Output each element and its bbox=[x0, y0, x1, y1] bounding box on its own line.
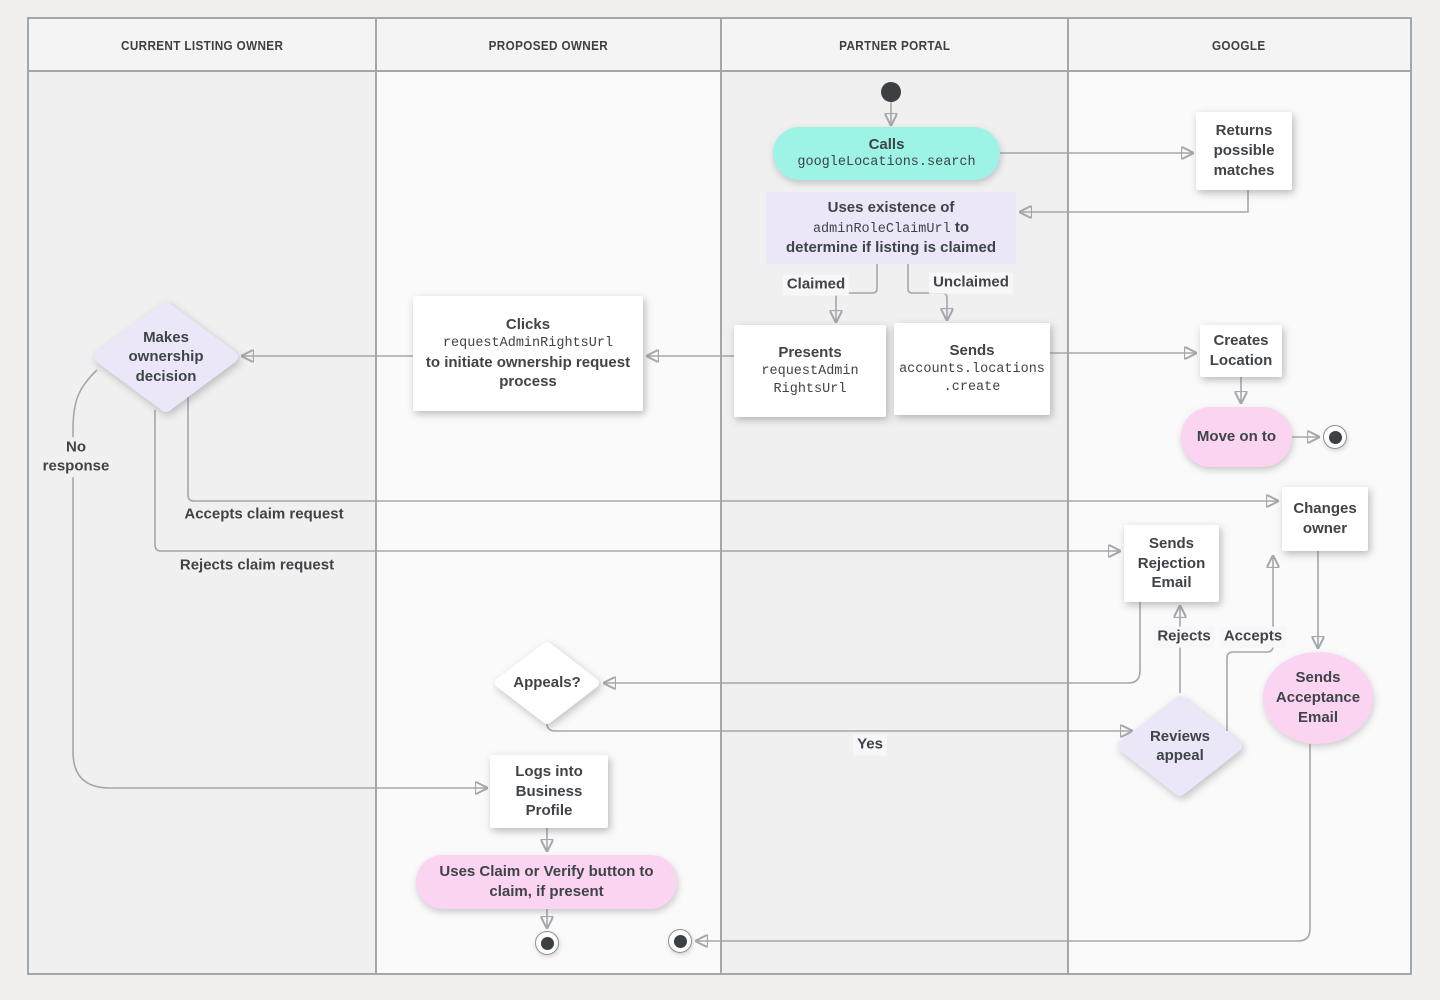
node-sends-acceptance-email: Sends Acceptance Email bbox=[1263, 652, 1373, 744]
edge-rejection-email-to-appeals bbox=[605, 602, 1141, 683]
edge-claimed-to-presents bbox=[836, 264, 878, 321]
node-text: adminRoleClaimUrl to bbox=[813, 218, 969, 239]
edge-acceptance-email-to-end bbox=[697, 744, 1311, 941]
node-creates-location: Creates Location bbox=[1200, 325, 1282, 377]
edge-accepts-claim-to-changes-owner bbox=[187, 397, 1277, 501]
node-logs-into-business-profile: Logs into Business Profile bbox=[490, 755, 608, 828]
diamond-shape bbox=[1118, 696, 1242, 796]
node-title: Presents bbox=[778, 344, 842, 362]
diamond-shape bbox=[94, 302, 238, 412]
node-label: Makes ownership decision bbox=[128, 328, 204, 385]
node-makes-ownership-decision: Makes ownership decision bbox=[93, 301, 239, 413]
lane-divider bbox=[375, 19, 377, 973]
node-calls-googlelocations-search: Calls googleLocations.search bbox=[773, 127, 1000, 180]
node-appeals-decision: Appeals? bbox=[494, 641, 600, 725]
end-node-claim bbox=[535, 931, 559, 955]
edge-label-accepts: Accepts bbox=[1219, 626, 1287, 648]
node-label: Sends Acceptance Email bbox=[1275, 669, 1361, 726]
lane-header-label: GOOGLE bbox=[1212, 38, 1266, 53]
node-text: determine if listing is claimed bbox=[785, 239, 997, 257]
edge-label-unclaimed: Unclaimed bbox=[929, 272, 1013, 294]
node-uses-existence-note: Uses existence of adminRoleClaimUrl to d… bbox=[766, 192, 1016, 264]
lane-divider bbox=[720, 19, 722, 973]
node-sends-accounts-locations-create: Sends accounts.locations .create bbox=[894, 323, 1050, 415]
edge-rejects-claim-to-rejection-email bbox=[154, 410, 1119, 551]
edge-label-rejects-claim-request: Rejects claim request bbox=[179, 556, 335, 574]
node-code: adminRoleClaimUrl bbox=[812, 221, 951, 237]
end-node-acceptance bbox=[668, 929, 692, 953]
node-label: Sends Rejection Email bbox=[1137, 534, 1206, 592]
lane-header-google: GOOGLE bbox=[1068, 19, 1410, 72]
node-code: RightsUrl bbox=[773, 381, 847, 397]
node-presents-request-admin-rights-url: Presents requestAdmin RightsUrl bbox=[734, 325, 886, 417]
edge-no-response-to-logs-in bbox=[72, 369, 486, 788]
node-code: requestAdmin bbox=[761, 364, 859, 380]
lane-header-row: CURRENT LISTING OWNER PROPOSED OWNER PAR… bbox=[29, 19, 1410, 72]
node-label: Creates Location bbox=[1209, 332, 1273, 369]
node-label: Uses Claim or Verify button to claim, if… bbox=[439, 863, 654, 900]
edge-label-no-response: No response bbox=[36, 437, 116, 477]
node-title: Sends bbox=[949, 342, 995, 360]
node-uses-claim-or-verify-button: Uses Claim or Verify button to claim, if… bbox=[416, 855, 677, 909]
node-code: accounts.locations bbox=[899, 362, 1045, 378]
node-text: to bbox=[954, 218, 970, 236]
lane-header-label: PROPOSED OWNER bbox=[488, 38, 609, 53]
node-code: .create bbox=[943, 379, 1001, 395]
node-code: googleLocations.search bbox=[797, 155, 976, 171]
node-label: Appeals? bbox=[513, 674, 581, 692]
edge-label-yes: Yes bbox=[853, 734, 887, 756]
node-label: Reviews appeal bbox=[1149, 727, 1211, 765]
node-label: Changes owner bbox=[1293, 500, 1357, 537]
node-title: Clicks bbox=[505, 315, 551, 333]
edge-label-claimed: Claimed bbox=[782, 274, 850, 296]
lane-current-listing-owner bbox=[29, 19, 376, 973]
lane-header-partner-portal: PARTNER PORTAL bbox=[721, 19, 1068, 72]
node-sends-rejection-email: Sends Rejection Email bbox=[1124, 525, 1219, 602]
end-node-move-on bbox=[1323, 425, 1347, 449]
node-title: Calls bbox=[868, 135, 905, 153]
node-code: requestAdminRightsUrl bbox=[442, 335, 614, 351]
edge-unclaimed-to-sends-create bbox=[907, 264, 947, 319]
node-label: Move on to bbox=[1196, 428, 1277, 446]
node-text: to initiate ownership request process bbox=[425, 353, 631, 391]
edge-appeals-yes-to-reviews-appeal bbox=[546, 722, 1131, 731]
lane-divider bbox=[1067, 19, 1069, 973]
node-label: Returns possible matches bbox=[1213, 122, 1275, 179]
edge-label-rejects: Rejects bbox=[1153, 626, 1215, 648]
edge-returns-to-uses-existence bbox=[1021, 190, 1249, 212]
node-label: Logs into Business Profile bbox=[515, 762, 583, 820]
lane-header-proposed-owner: PROPOSED OWNER bbox=[376, 19, 721, 72]
edge-appeal-accepts-to-changes-owner bbox=[1226, 557, 1273, 731]
node-move-on-to: Move on to bbox=[1181, 407, 1292, 467]
node-reviews-appeal: Reviews appeal bbox=[1117, 695, 1243, 797]
node-clicks-request-admin-rights-url: Clicks requestAdminRightsUrl to initiate… bbox=[413, 296, 643, 411]
node-changes-owner: Changes owner bbox=[1282, 487, 1368, 551]
start-node bbox=[881, 82, 901, 102]
lane-header-current-listing-owner: CURRENT LISTING OWNER bbox=[29, 19, 376, 72]
diamond-shape bbox=[495, 642, 599, 724]
edge-label-accepts-claim-request: Accepts claim request bbox=[184, 505, 344, 523]
lane-header-label: CURRENT LISTING OWNER bbox=[121, 38, 284, 53]
lane-header-label: PARTNER PORTAL bbox=[838, 38, 951, 53]
node-text: Uses existence of bbox=[827, 198, 955, 216]
node-returns-possible-matches: Returns possible matches bbox=[1196, 112, 1292, 190]
